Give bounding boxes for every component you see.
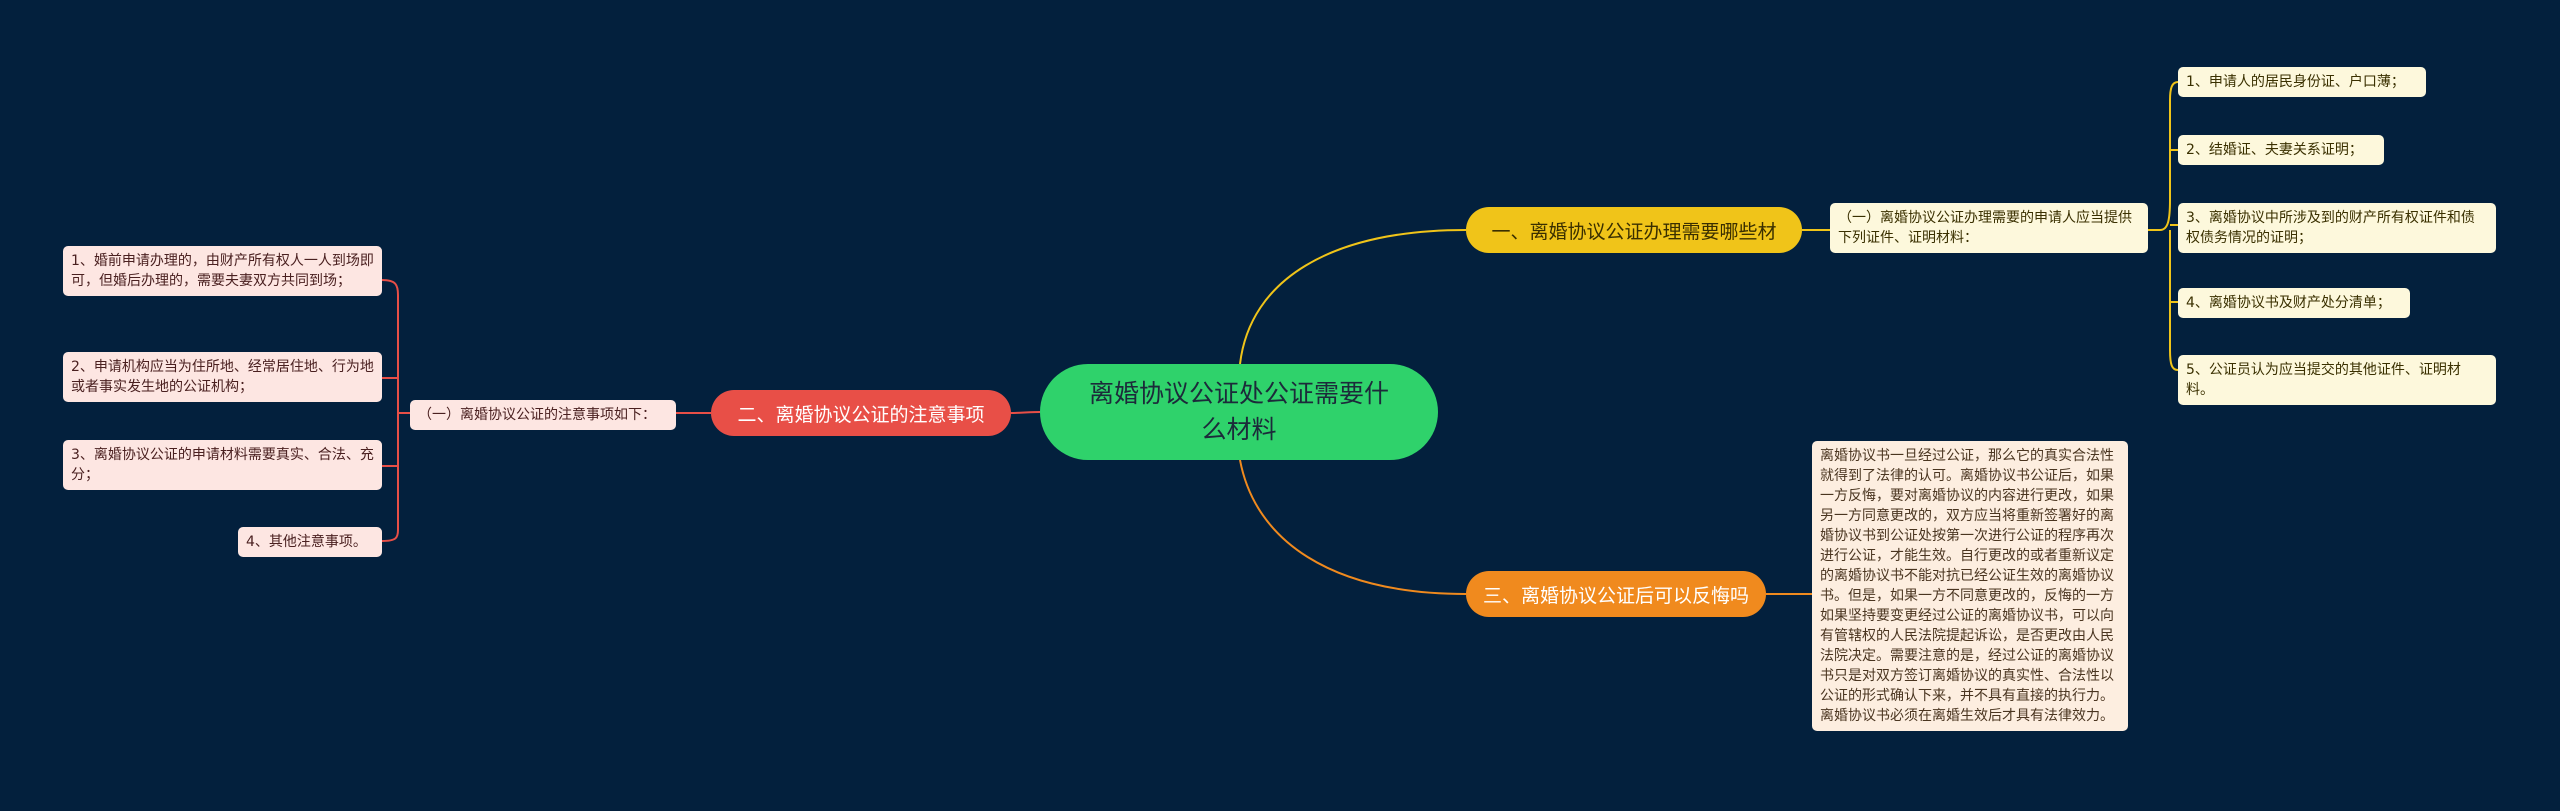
branch2-item-2[interactable]: 2、申请机构应当为住所地、经常居住地、行为地或者事实发生地的公证机构； (63, 352, 382, 402)
link-sub1-items (2148, 81, 2179, 371)
branch2-item-4[interactable]: 4、其他注意事项。 (238, 527, 382, 557)
branch1-subtopic[interactable]: （一）离婚协议公证办理需要的申请人应当提供下列证件、证明材料： (1830, 203, 2148, 253)
branch-materials[interactable]: 一、离婚协议公证办理需要哪些材 (1466, 207, 1802, 253)
branch3-detail-text[interactable]: 离婚协议书一旦经过公证，那么它的真实合法性就得到了法律的认可。离婚协议书公证后，… (1812, 441, 2128, 731)
link-root-branch1 (1239, 229, 1467, 365)
branch-regret[interactable]: 三、离婚协议公证后可以反悔吗 (1466, 571, 1766, 617)
branch1-item-5[interactable]: 5、公证员认为应当提交的其他证件、证明材料。 (2178, 355, 2496, 405)
branch-notes[interactable]: 二、离婚协议公证的注意事项 (711, 390, 1011, 436)
branch2-subtopic[interactable]: （一）离婚协议公证的注意事项如下： (410, 400, 676, 430)
branch1-item-4[interactable]: 4、离婚协议书及财产处分清单； (2178, 288, 2410, 318)
link-root-branch2 (1010, 411, 1041, 414)
branch2-item-1[interactable]: 1、婚前申请办理的，由财产所有权人一人到场即可，但婚后办理的，需要夫妻双方共同到… (63, 246, 382, 296)
branch1-item-2[interactable]: 2、结婚证、夫妻关系证明； (2178, 135, 2384, 165)
link-sub2-items (381, 279, 410, 542)
branch1-item-3[interactable]: 3、离婚协议中所涉及到的财产所有权证件和债权债务情况的证明； (2178, 203, 2496, 253)
branch1-item-1[interactable]: 1、申请人的居民身份证、户口薄； (2178, 67, 2426, 97)
branch2-item-3[interactable]: 3、离婚协议公证的申请材料需要真实、合法、充分； (63, 440, 382, 490)
root-topic[interactable]: 离婚协议公证处公证需要什么材料 (1040, 364, 1438, 460)
link-root-branch3 (1239, 459, 1467, 595)
